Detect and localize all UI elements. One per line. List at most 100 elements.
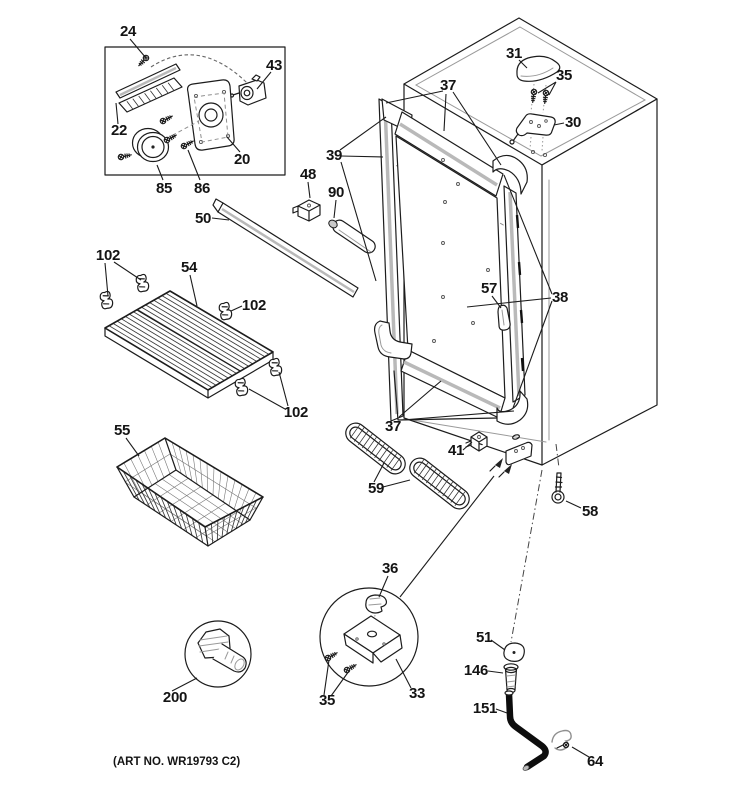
- part-146-fitting: [503, 663, 519, 694]
- part-55-wire-basket: [116, 437, 264, 547]
- svg-text:24: 24: [120, 23, 137, 40]
- routing-arc: [150, 54, 255, 91]
- callout-35-bottom: 35: [319, 659, 350, 709]
- svg-text:33: 33: [409, 685, 425, 702]
- svg-text:102: 102: [96, 247, 120, 264]
- svg-text:102: 102: [242, 297, 266, 314]
- svg-text:151: 151: [473, 700, 497, 717]
- callout-33: 33: [395, 658, 425, 702]
- svg-text:37: 37: [385, 418, 401, 435]
- svg-text:41: 41: [448, 442, 464, 459]
- callout-146: 146: [464, 662, 504, 679]
- callout-30: 30: [553, 114, 581, 131]
- callout-59: 59: [368, 462, 411, 497]
- svg-text:59: 59: [368, 480, 384, 497]
- callout-31: 31: [506, 45, 528, 69]
- svg-text:43: 43: [266, 57, 282, 74]
- svg-text:200: 200: [163, 689, 187, 706]
- part-36-grommet: [365, 594, 388, 632]
- part-151-drain-hose: [504, 690, 549, 771]
- part-58-screw: [551, 472, 565, 504]
- callout-37-bottom: 37: [385, 380, 515, 435]
- part-35-bottom-screws: [323, 649, 359, 675]
- callout-22: 22: [111, 102, 127, 139]
- part-48-switch: [292, 199, 321, 222]
- svg-text:35: 35: [556, 67, 572, 84]
- callout-102-c: 102: [248, 371, 308, 421]
- svg-text:90: 90: [328, 184, 344, 201]
- callout-102-b: 102: [230, 297, 266, 314]
- callout-54: 54: [181, 259, 198, 307]
- callout-20: 20: [226, 136, 250, 168]
- svg-text:146: 146: [464, 662, 488, 679]
- svg-text:22: 22: [111, 122, 127, 139]
- callout-151: 151: [473, 700, 508, 717]
- part-30-top-hinge: [509, 113, 556, 152]
- callout-38: 38: [466, 174, 568, 409]
- svg-text:102: 102: [284, 404, 308, 421]
- callout-102-a: 102: [96, 247, 142, 297]
- callout-50: 50: [195, 210, 230, 227]
- callout-24: 24: [120, 23, 147, 59]
- door-liner-assembly: [373, 98, 529, 425]
- part-33-hinge-bracket: [343, 615, 403, 664]
- svg-text:51: 51: [476, 629, 492, 646]
- part-22-bracket: [115, 63, 183, 113]
- part-20-mounting-plate: [186, 79, 235, 151]
- svg-text:31: 31: [506, 45, 522, 62]
- callouts: 24 43 22 20 85 86 50 102 54 102 102 55 3…: [96, 23, 604, 770]
- drain-parts: [503, 642, 572, 771]
- svg-text:48: 48: [300, 166, 316, 183]
- part-31-hinge-cover: [516, 55, 561, 114]
- svg-text:35: 35: [319, 692, 335, 709]
- part-41-switch: [465, 431, 488, 452]
- freezer-cabinet: [403, 17, 658, 643]
- part-51-cap: [503, 642, 525, 662]
- callout-43: 43: [256, 57, 282, 90]
- svg-text:55: 55: [114, 422, 130, 439]
- callout-64: 64: [571, 746, 604, 770]
- callout-41: 41: [448, 441, 473, 459]
- callout-55: 55: [114, 422, 140, 457]
- part-50-trim-rail: [212, 198, 359, 298]
- callout-37-top: 37: [385, 77, 502, 166]
- art-number: (ART NO. WR19793 C2): [113, 756, 240, 768]
- callout-51: 51: [476, 629, 506, 651]
- svg-text:86: 86: [194, 180, 210, 197]
- callout-35-top: 35: [537, 67, 572, 96]
- bottom-hinge-bracket: [399, 434, 533, 598]
- svg-text:54: 54: [181, 259, 198, 276]
- callout-58: 58: [565, 500, 598, 520]
- svg-text:85: 85: [156, 180, 172, 197]
- callout-85: 85: [156, 164, 172, 197]
- part-59-grilles: [345, 422, 470, 510]
- part-24-screw: [136, 53, 151, 69]
- svg-text:64: 64: [587, 753, 604, 770]
- svg-text:58: 58: [582, 503, 598, 520]
- svg-text:39: 39: [326, 147, 342, 164]
- svg-text:36: 36: [382, 560, 398, 577]
- callout-36: 36: [378, 560, 398, 598]
- fan-motor-assembly-detail: [104, 46, 286, 176]
- callout-90: 90: [328, 184, 344, 219]
- part-85-fan-blade: [117, 120, 200, 163]
- svg-text:30: 30: [565, 114, 581, 131]
- callout-48: 48: [300, 166, 316, 199]
- part-57-keeper: [497, 304, 511, 331]
- part-102-shelf-clips: [98, 273, 284, 397]
- callout-200: 200: [163, 677, 198, 706]
- svg-text:50: 50: [195, 210, 211, 227]
- callout-57: 57: [481, 280, 502, 309]
- svg-text:20: 20: [234, 151, 250, 168]
- svg-text:57: 57: [481, 280, 497, 297]
- svg-text:37: 37: [440, 77, 456, 94]
- part-90-handle: [328, 219, 376, 254]
- callout-86: 86: [187, 149, 210, 197]
- svg-text:38: 38: [552, 289, 568, 306]
- bottom-hinge-detail: [319, 587, 419, 687]
- callout-39: 39: [326, 116, 387, 282]
- part-43-motor: [229, 74, 267, 106]
- part-200-fitting-detail: [184, 620, 252, 688]
